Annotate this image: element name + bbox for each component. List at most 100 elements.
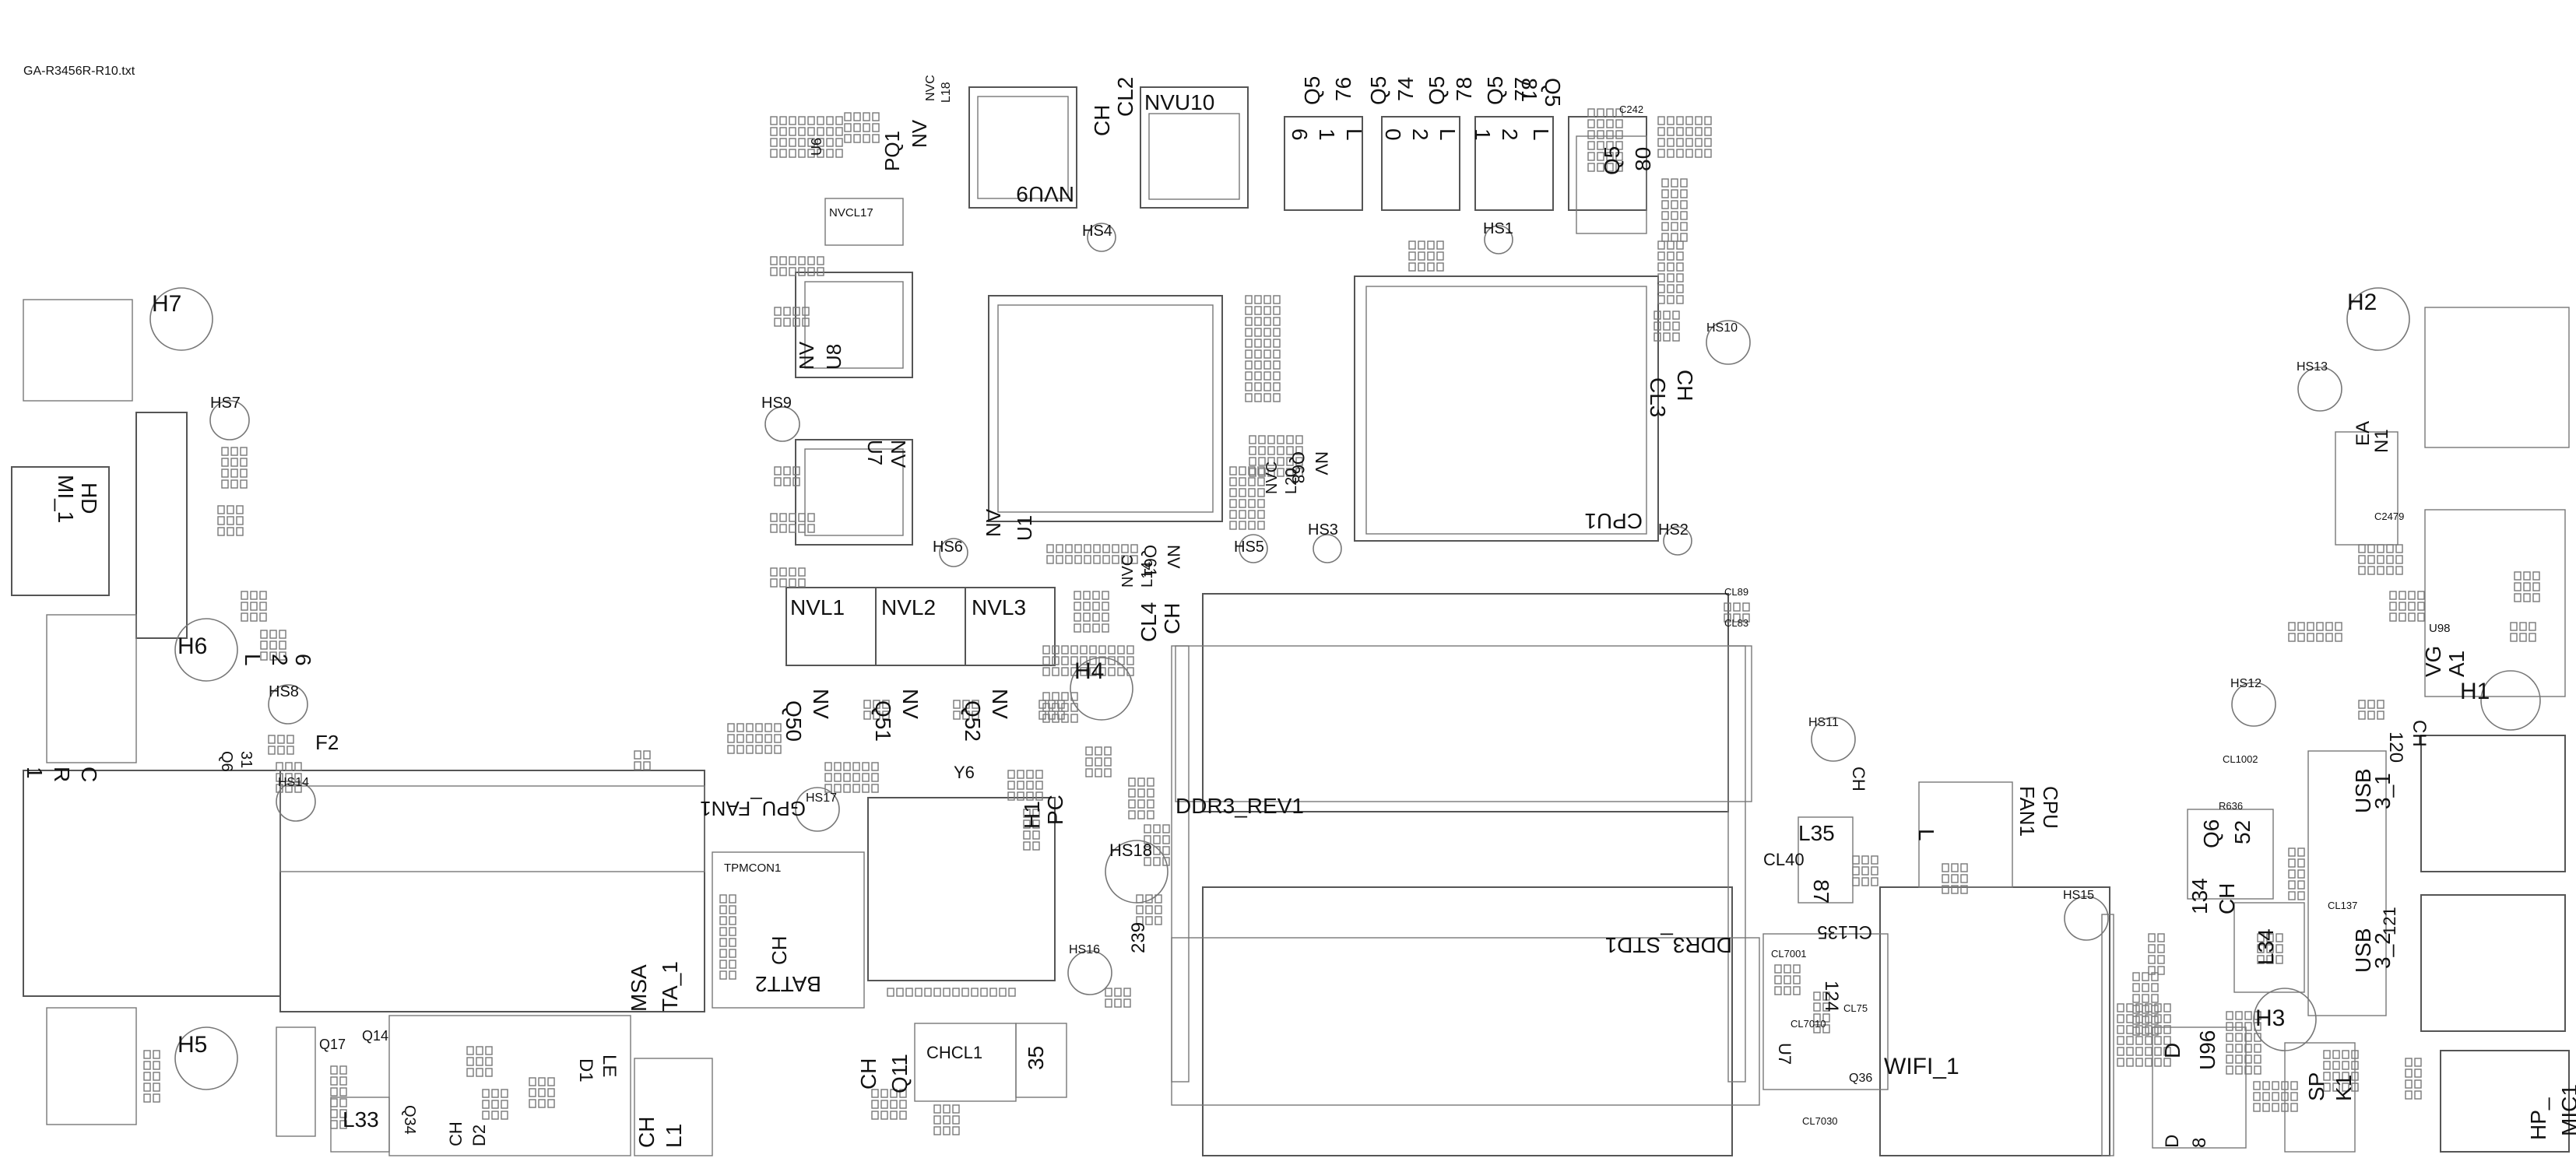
label-u6: U6 [809, 138, 824, 156]
smd-pad [1960, 863, 1968, 872]
label-hs2: HS2 [1658, 521, 1689, 539]
smd-pad [779, 149, 787, 158]
smd-pad [2288, 869, 2296, 879]
mount-hole-h3 [2253, 988, 2317, 1051]
smd-pad [770, 267, 778, 276]
smd-pad [1144, 824, 1151, 833]
smd-pad [1017, 791, 1024, 801]
smd-pad [240, 468, 248, 478]
smd-pad [1680, 233, 1688, 242]
spk-outline [2284, 1042, 2356, 1153]
smd-pad [943, 1126, 951, 1135]
label-cl7010: CL7010 [1791, 1018, 1826, 1030]
smd-pad [824, 762, 832, 771]
heatsink-hole-hs3 [1313, 534, 1342, 563]
smd-pad [1263, 295, 1271, 304]
smd-pad [2276, 933, 2283, 942]
smd-pad [1657, 138, 1665, 147]
smd-pad [852, 784, 860, 793]
smd-pad [798, 127, 806, 136]
label-c239: 239 [1128, 922, 1149, 953]
smd-pad [330, 1065, 338, 1075]
smd-pad [2288, 633, 2296, 642]
smd-pad [2244, 1054, 2252, 1064]
smd-pad [1267, 457, 1275, 466]
smd-pad [746, 723, 754, 732]
smd-pad [1676, 284, 1684, 293]
smd-pad [538, 1099, 546, 1108]
smd-pad [2342, 1072, 2349, 1081]
smd-pad [491, 1089, 499, 1098]
smd-pad [1606, 152, 1614, 161]
label-L-b: L [1436, 128, 1460, 141]
smd-pad [2154, 1047, 2162, 1056]
smd-pad [905, 988, 913, 997]
smd-pad [2297, 891, 2305, 900]
smd-pad [1102, 544, 1110, 553]
smd-pad [1032, 830, 1040, 840]
smd-pad [1263, 393, 1271, 402]
label-ddr3-std1: DDR3_STD1 [1605, 933, 1732, 957]
smd-pad [1418, 251, 1425, 261]
smd-pad [863, 123, 870, 132]
label-hs17: HS17 [806, 791, 837, 805]
smd-pad [764, 745, 772, 754]
smd-pad [1615, 108, 1623, 118]
smd-pad [153, 1083, 160, 1092]
smd-pad [2145, 1036, 2153, 1045]
smd-pad [1960, 885, 1968, 894]
label-n8: 8 [2189, 1138, 2210, 1148]
label-cl7001: CL7001 [1771, 948, 1807, 960]
vram-u8-inner [804, 281, 904, 369]
label-led-a: LE [599, 1054, 620, 1077]
label-hs4: HS4 [1082, 223, 1112, 240]
smd-pad [1793, 975, 1801, 984]
smd-pad [1104, 768, 1112, 777]
smd-pad [1245, 371, 1253, 381]
smd-pad [719, 894, 727, 904]
smd-pad [1852, 855, 1860, 865]
label-vga-a: VG [2421, 646, 2445, 677]
label-hs18: HS18 [1109, 840, 1152, 860]
smd-pad [1273, 349, 1281, 359]
label-f2: F2 [315, 731, 339, 754]
smd-pad [1724, 613, 1731, 623]
smd-pad [2163, 1036, 2171, 1045]
smd-pad [834, 762, 842, 771]
smd-pad [2132, 983, 2140, 992]
smd-pad [1597, 108, 1604, 118]
smd-pad [736, 734, 744, 743]
label-81: 81 [1517, 78, 1541, 102]
label-cl4: CL4 [1137, 602, 1161, 642]
smd-pad [1667, 138, 1675, 147]
smd-pad [501, 1089, 508, 1098]
smd-pad [1112, 555, 1119, 564]
label-pc: PC [1043, 795, 1067, 825]
smd-pad [1942, 863, 1949, 872]
label-ch-l1: CH [634, 1117, 659, 1148]
label-spk-b: K1 [2332, 1075, 2356, 1101]
smd-pad [2325, 622, 2333, 631]
smd-pad [1822, 1013, 1830, 1023]
smd-pad [2297, 633, 2305, 642]
smd-pad [269, 630, 277, 639]
smd-pad [2288, 622, 2296, 631]
smd-pad [1704, 116, 1712, 125]
smd-pad [2377, 566, 2384, 575]
label-cpu-fan1-a: CPU [2039, 786, 2062, 829]
label-cl135: CL135 [1817, 921, 1872, 942]
smd-pad [2514, 582, 2522, 591]
smd-pad [1117, 645, 1125, 654]
smd-pad [1597, 163, 1604, 172]
label-usb3-2-a: USB [2351, 928, 2375, 973]
label-q11: Q11 [887, 1054, 912, 1093]
smd-pad [1704, 149, 1712, 158]
smd-pad [2523, 593, 2531, 602]
usb3-2-outline [2420, 894, 2566, 1032]
smd-pad [1065, 544, 1073, 553]
label-ch-cpu: CH [1673, 370, 1697, 401]
label-l29-2: 2 [268, 654, 292, 666]
smd-pad [863, 134, 870, 143]
smd-pad [896, 988, 904, 997]
label-batt2: BATT2 [755, 972, 821, 996]
